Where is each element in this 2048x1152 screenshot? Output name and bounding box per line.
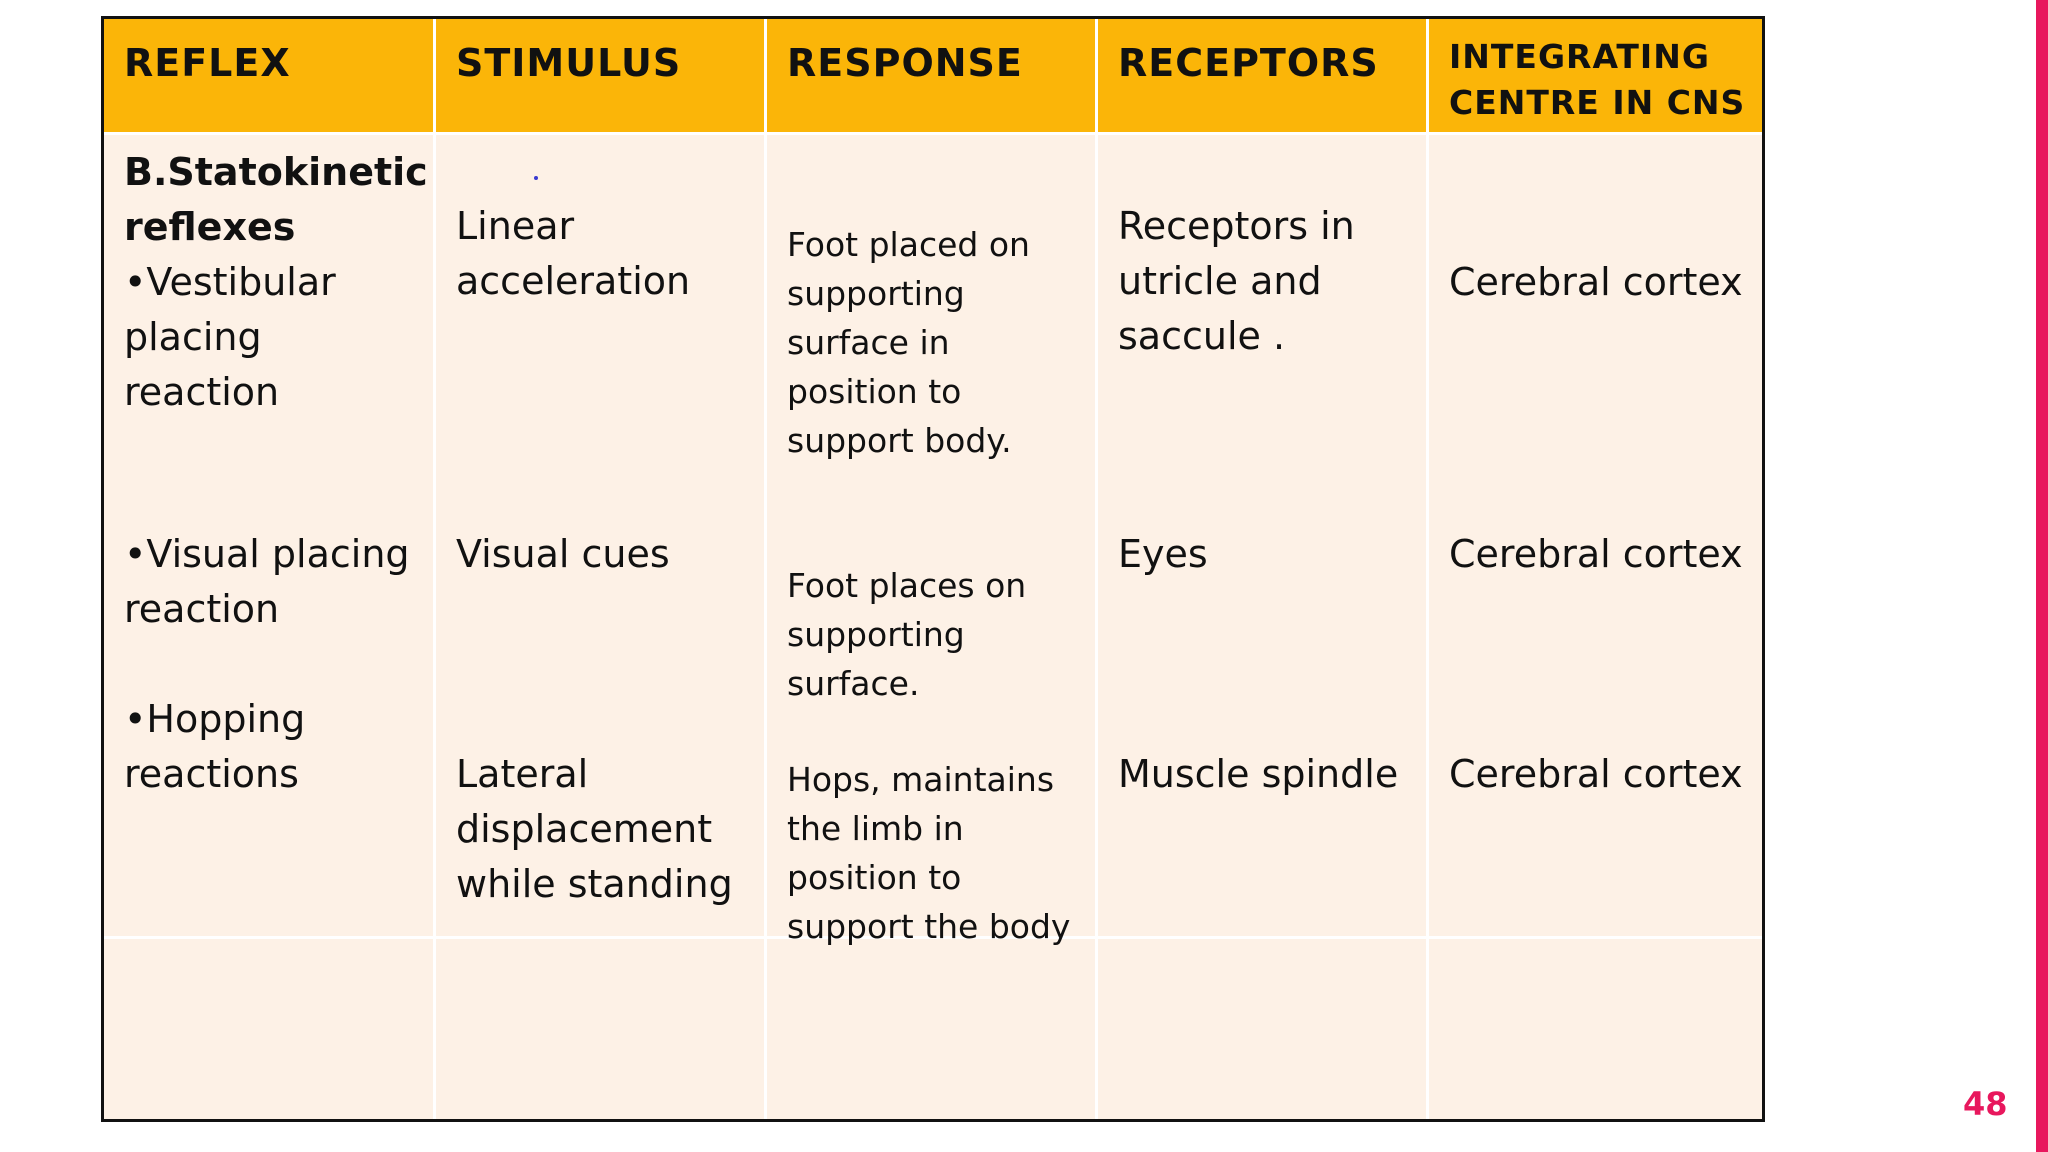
row1-reflex: •Vestibular placing reaction [124,260,336,414]
section-title: B.Statokinetic reflexes [124,150,428,249]
stray-dot [534,176,538,180]
header-receptors: RECEPTORS [1118,41,1379,85]
row2-stimulus: Visual cues [456,532,670,576]
page-number: 48 [1963,1085,2008,1123]
table-header-row [104,19,1762,133]
header-response: RESPONSE [787,41,1023,85]
row2-response: Foot places on supporting surface. [787,566,1027,703]
row3-reflex: •Hopping reactions [124,697,306,796]
row1-response: Foot placed on supporting surface in pos… [787,225,1030,460]
row1-stimulus: Linear acceleration [456,204,691,303]
header-reflex: REFLEX [124,41,291,85]
row3-receptors: Muscle spindle [1118,752,1399,796]
row1-receptors: Receptors in utricle and saccule . [1118,204,1355,358]
row2-integrating: Cerebral cortex [1449,532,1743,576]
row-divider [104,132,1762,135]
header-stimulus: STIMULUS [456,41,682,85]
row3-integrating: Cerebral cortex [1449,752,1743,796]
row-divider [104,936,1762,939]
reflex-table: REFLEX STIMULUS RESPONSE RECEPTORS INTEG… [101,16,1765,1122]
column-divider [1426,19,1429,1119]
column-divider [433,19,436,1119]
row3-stimulus: Lateral displacement while standing [456,752,733,906]
row2-reflex: •Visual placing reaction [124,532,410,631]
slide-accent-bar [2036,0,2048,1152]
row2-receptors: Eyes [1118,532,1208,576]
header-integrating-centre: INTEGRATING CENTRE IN CNS [1449,37,1746,122]
row1-integrating: Cerebral cortex [1449,260,1743,304]
column-divider [1095,19,1098,1119]
row3-response: Hops, maintains the limb in position to … [787,760,1071,946]
column-divider [764,19,767,1119]
